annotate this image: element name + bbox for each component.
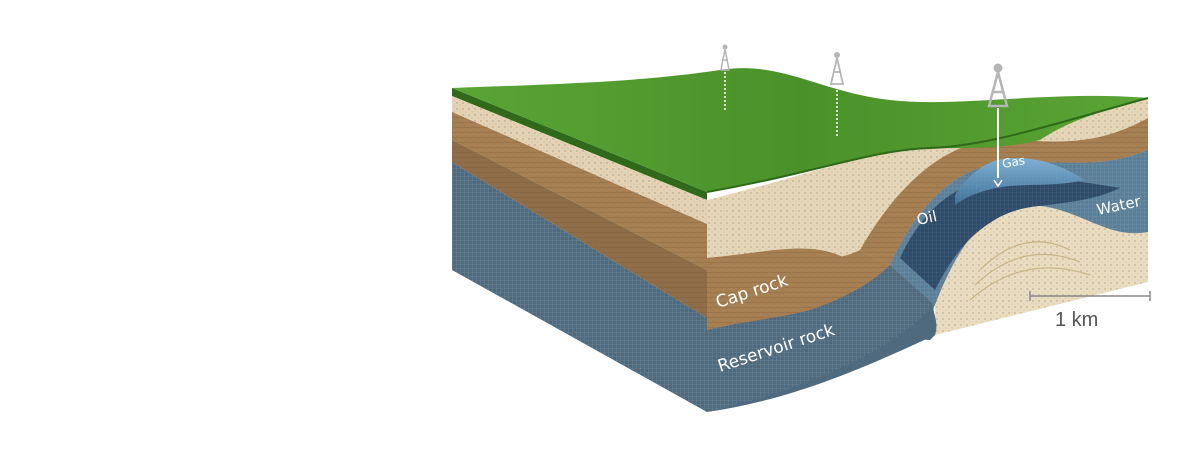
- grass-surface: [452, 68, 1148, 192]
- scale-bar: 1 km: [1029, 291, 1151, 331]
- left-face: [452, 88, 707, 412]
- oil-label: Oil: [915, 207, 938, 229]
- right-face: [707, 98, 1148, 412]
- derrick-icon: [829, 52, 845, 138]
- gas-label: Gas: [1001, 153, 1026, 171]
- derrick-icon: [720, 44, 730, 110]
- derrick-icon: [987, 63, 1009, 188]
- scale-bar-label: 1 km: [1055, 309, 1098, 331]
